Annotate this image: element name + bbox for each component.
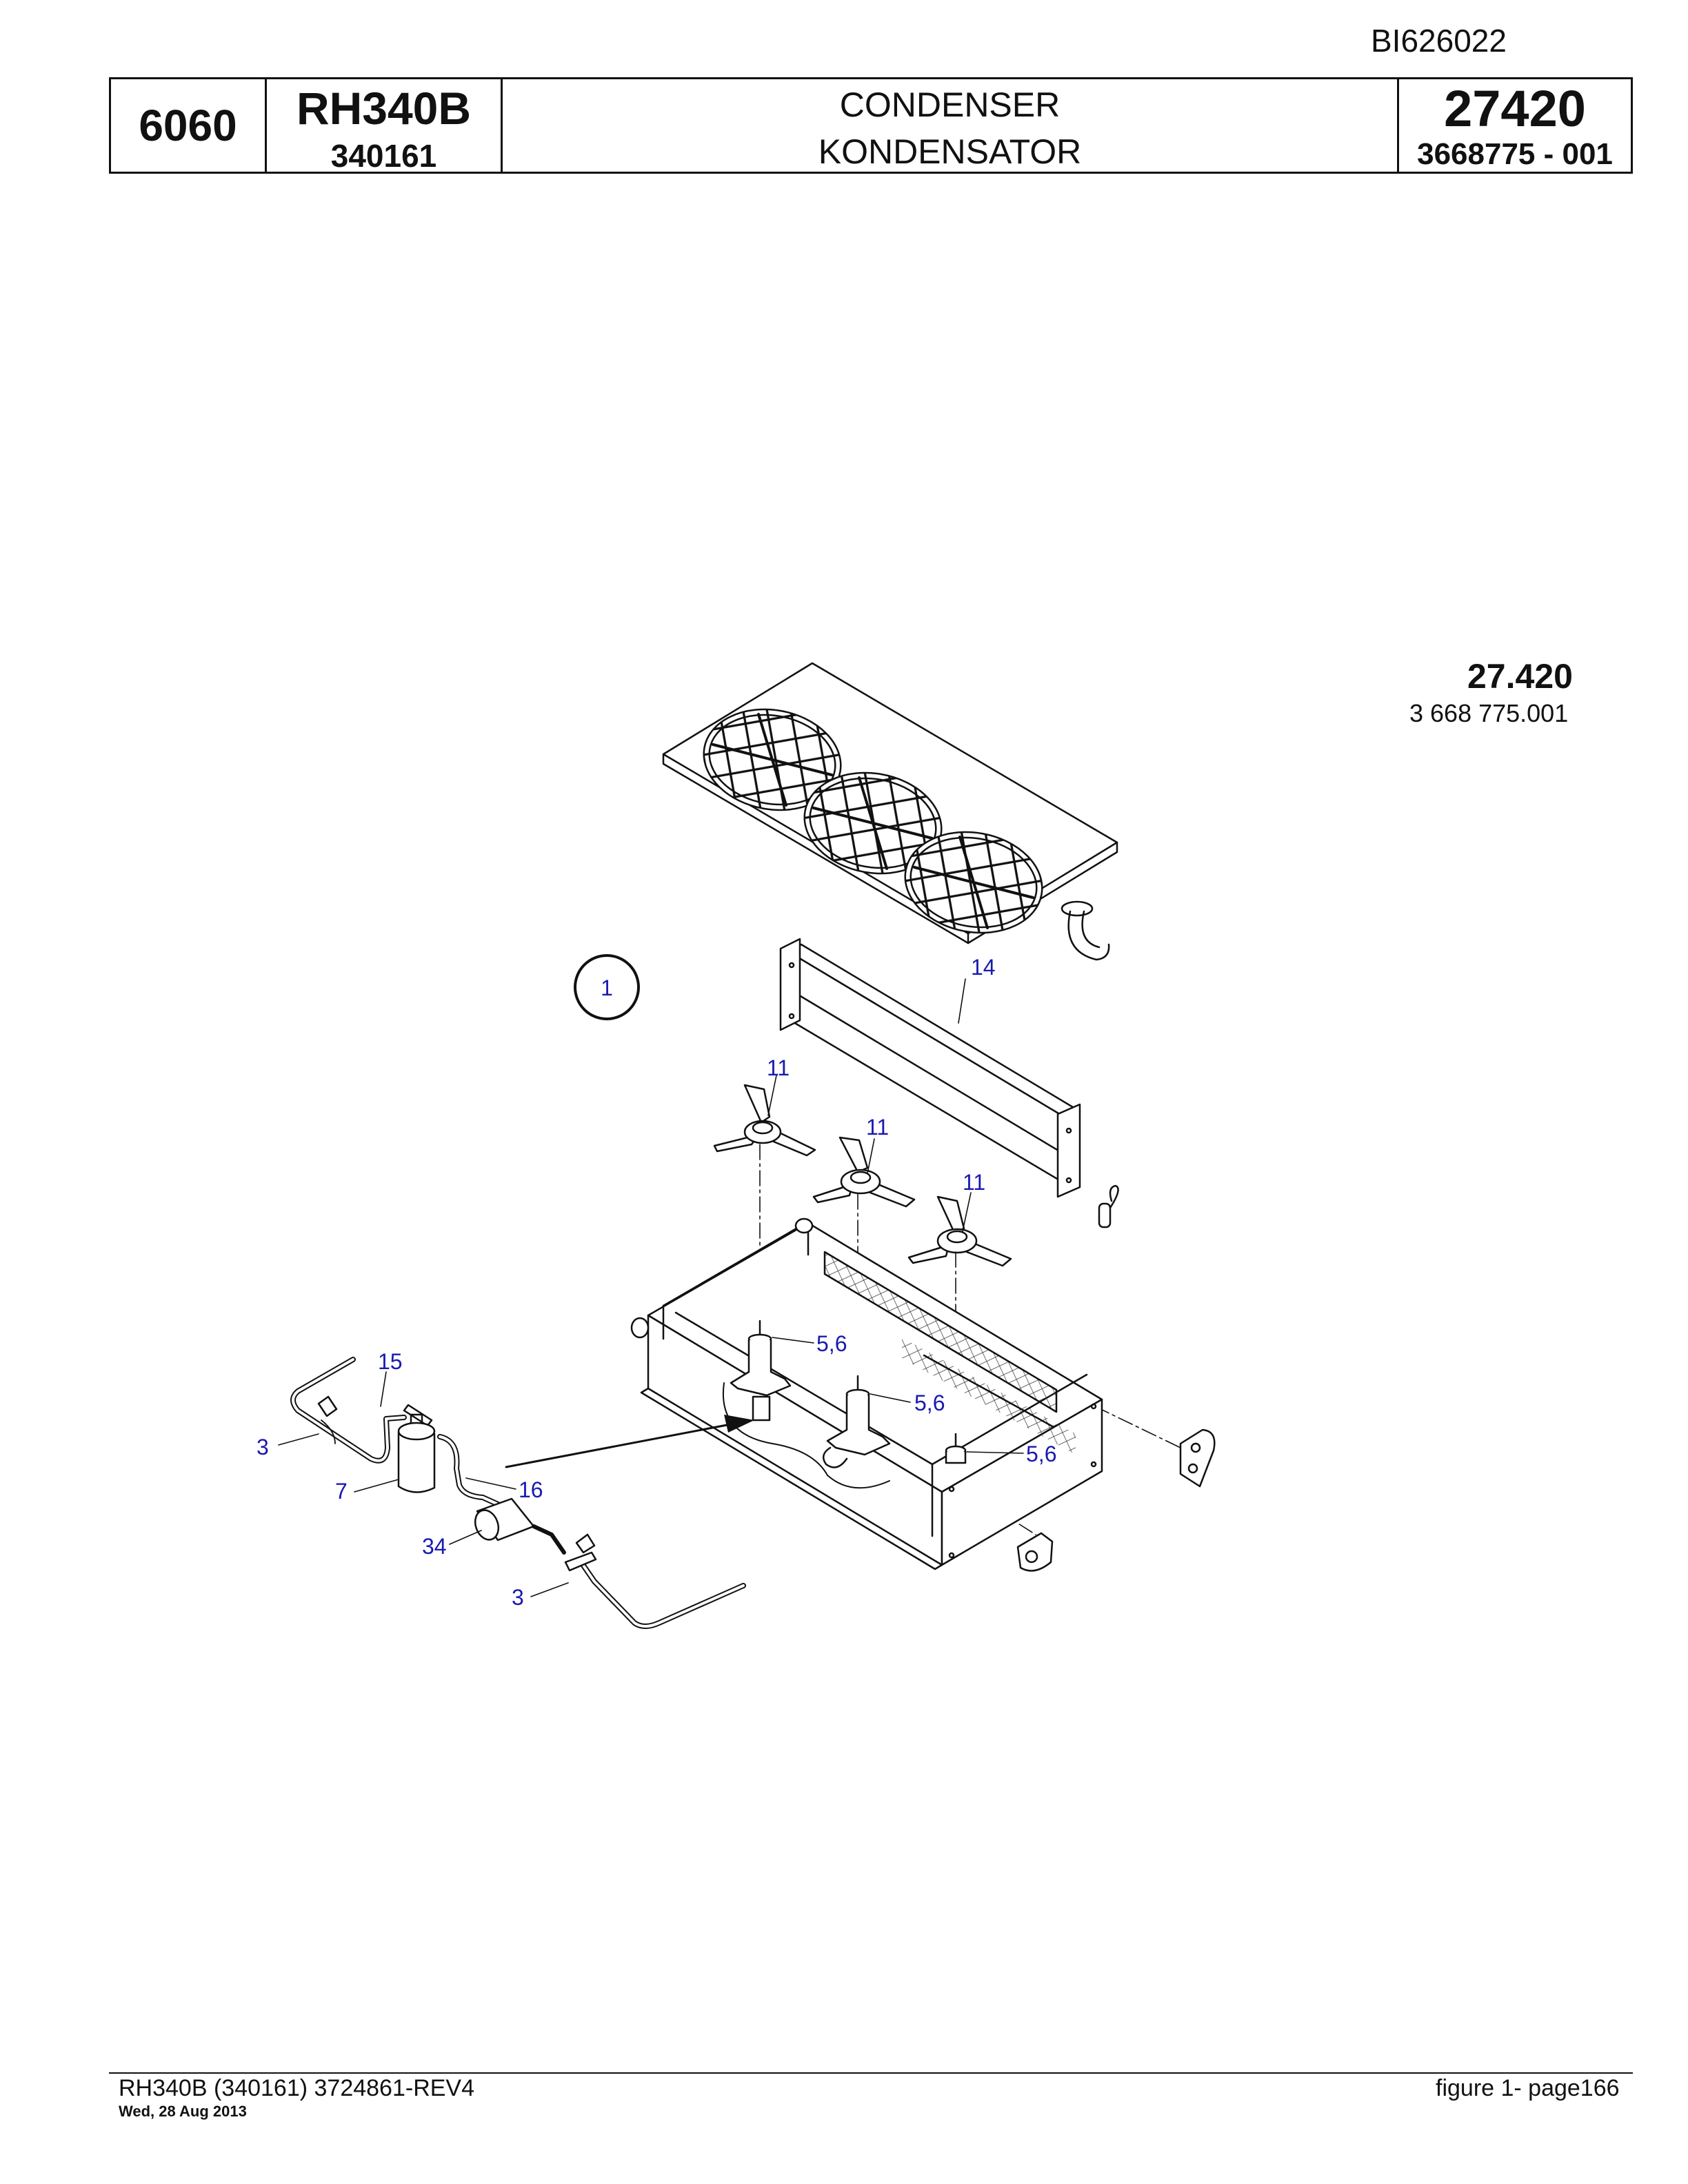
drain-hose xyxy=(1061,900,1110,961)
assembly-marker-label: 1 xyxy=(601,975,613,1000)
fan-grille xyxy=(803,771,943,875)
receiver-drier xyxy=(397,1413,436,1493)
fan-motor xyxy=(945,1433,967,1464)
header-table: 6060 RH340B 340161 CONDENSER KONDENSATOR… xyxy=(109,77,1633,174)
callout-label: 3 xyxy=(512,1585,524,1610)
figure-cell: 27420 3668775 - 001 xyxy=(1399,79,1631,172)
model-cell: RH340B 340161 xyxy=(267,79,503,174)
mounting-bracket xyxy=(1179,1428,1216,1488)
title-english: CONDENSER xyxy=(839,85,1061,124)
footer-document-ref: RH340B (340161) 3724861-REV4 xyxy=(119,2075,475,2101)
callout-label: 5,6 xyxy=(1026,1442,1056,1466)
title-cell: CONDENSER KONDENSATOR xyxy=(503,79,1399,172)
inline-filter xyxy=(474,1497,566,1555)
title-german: KONDENSATOR xyxy=(818,132,1082,171)
footer-date: Wed, 28 Aug 2013 xyxy=(119,2103,247,2120)
fan-motor xyxy=(822,1375,891,1468)
callout-label: 3 xyxy=(257,1435,269,1459)
serial-number: 340161 xyxy=(330,138,437,174)
callout-label: 15 xyxy=(378,1349,403,1374)
callout-label: 11 xyxy=(767,1055,790,1080)
figure-reference-code: 3 668 775.001 xyxy=(1409,699,1569,727)
callout-label: 16 xyxy=(519,1477,543,1502)
fan-motor xyxy=(730,1320,792,1422)
assembly-marker: 1 xyxy=(574,954,640,1020)
part-number: 3668775 - 001 xyxy=(1417,137,1613,171)
footer-divider xyxy=(109,2072,1633,2074)
cover-plate xyxy=(662,662,1118,944)
condenser-core xyxy=(779,938,1081,1198)
fan-blade xyxy=(713,1084,816,1157)
leader-lines xyxy=(278,978,1024,1597)
model-name: RH340B xyxy=(296,83,472,134)
callout-label: 11 xyxy=(866,1115,889,1140)
figure-number: 27.420 xyxy=(1467,657,1573,696)
callout-label: 5,6 xyxy=(816,1331,847,1356)
callout-labels: 14 11 11 11 5,6 5,6 5,6 15 3 7 16 34 3 xyxy=(257,955,1056,1610)
fan-blade xyxy=(907,1195,1012,1267)
group-cell: 6060 xyxy=(111,79,267,172)
document-id: BI626022 xyxy=(1371,23,1507,59)
footer-page-ref: figure 1- page166 xyxy=(1436,2075,1620,2101)
callout-label: 34 xyxy=(422,1534,447,1559)
figure-code: 27420 xyxy=(1444,80,1586,137)
fan-grille xyxy=(904,831,1043,934)
fan-blade xyxy=(812,1136,916,1208)
callout-label: 7 xyxy=(335,1479,348,1504)
fan-grille xyxy=(703,708,842,811)
connector-plug xyxy=(1098,1184,1119,1228)
callout-label: 14 xyxy=(971,955,996,980)
group-number: 6060 xyxy=(139,101,237,150)
mounting-bracket xyxy=(1016,1532,1054,1572)
callout-label: 5,6 xyxy=(914,1391,945,1415)
callout-label: 11 xyxy=(963,1170,985,1195)
refrigerant-piping xyxy=(290,1357,746,1629)
